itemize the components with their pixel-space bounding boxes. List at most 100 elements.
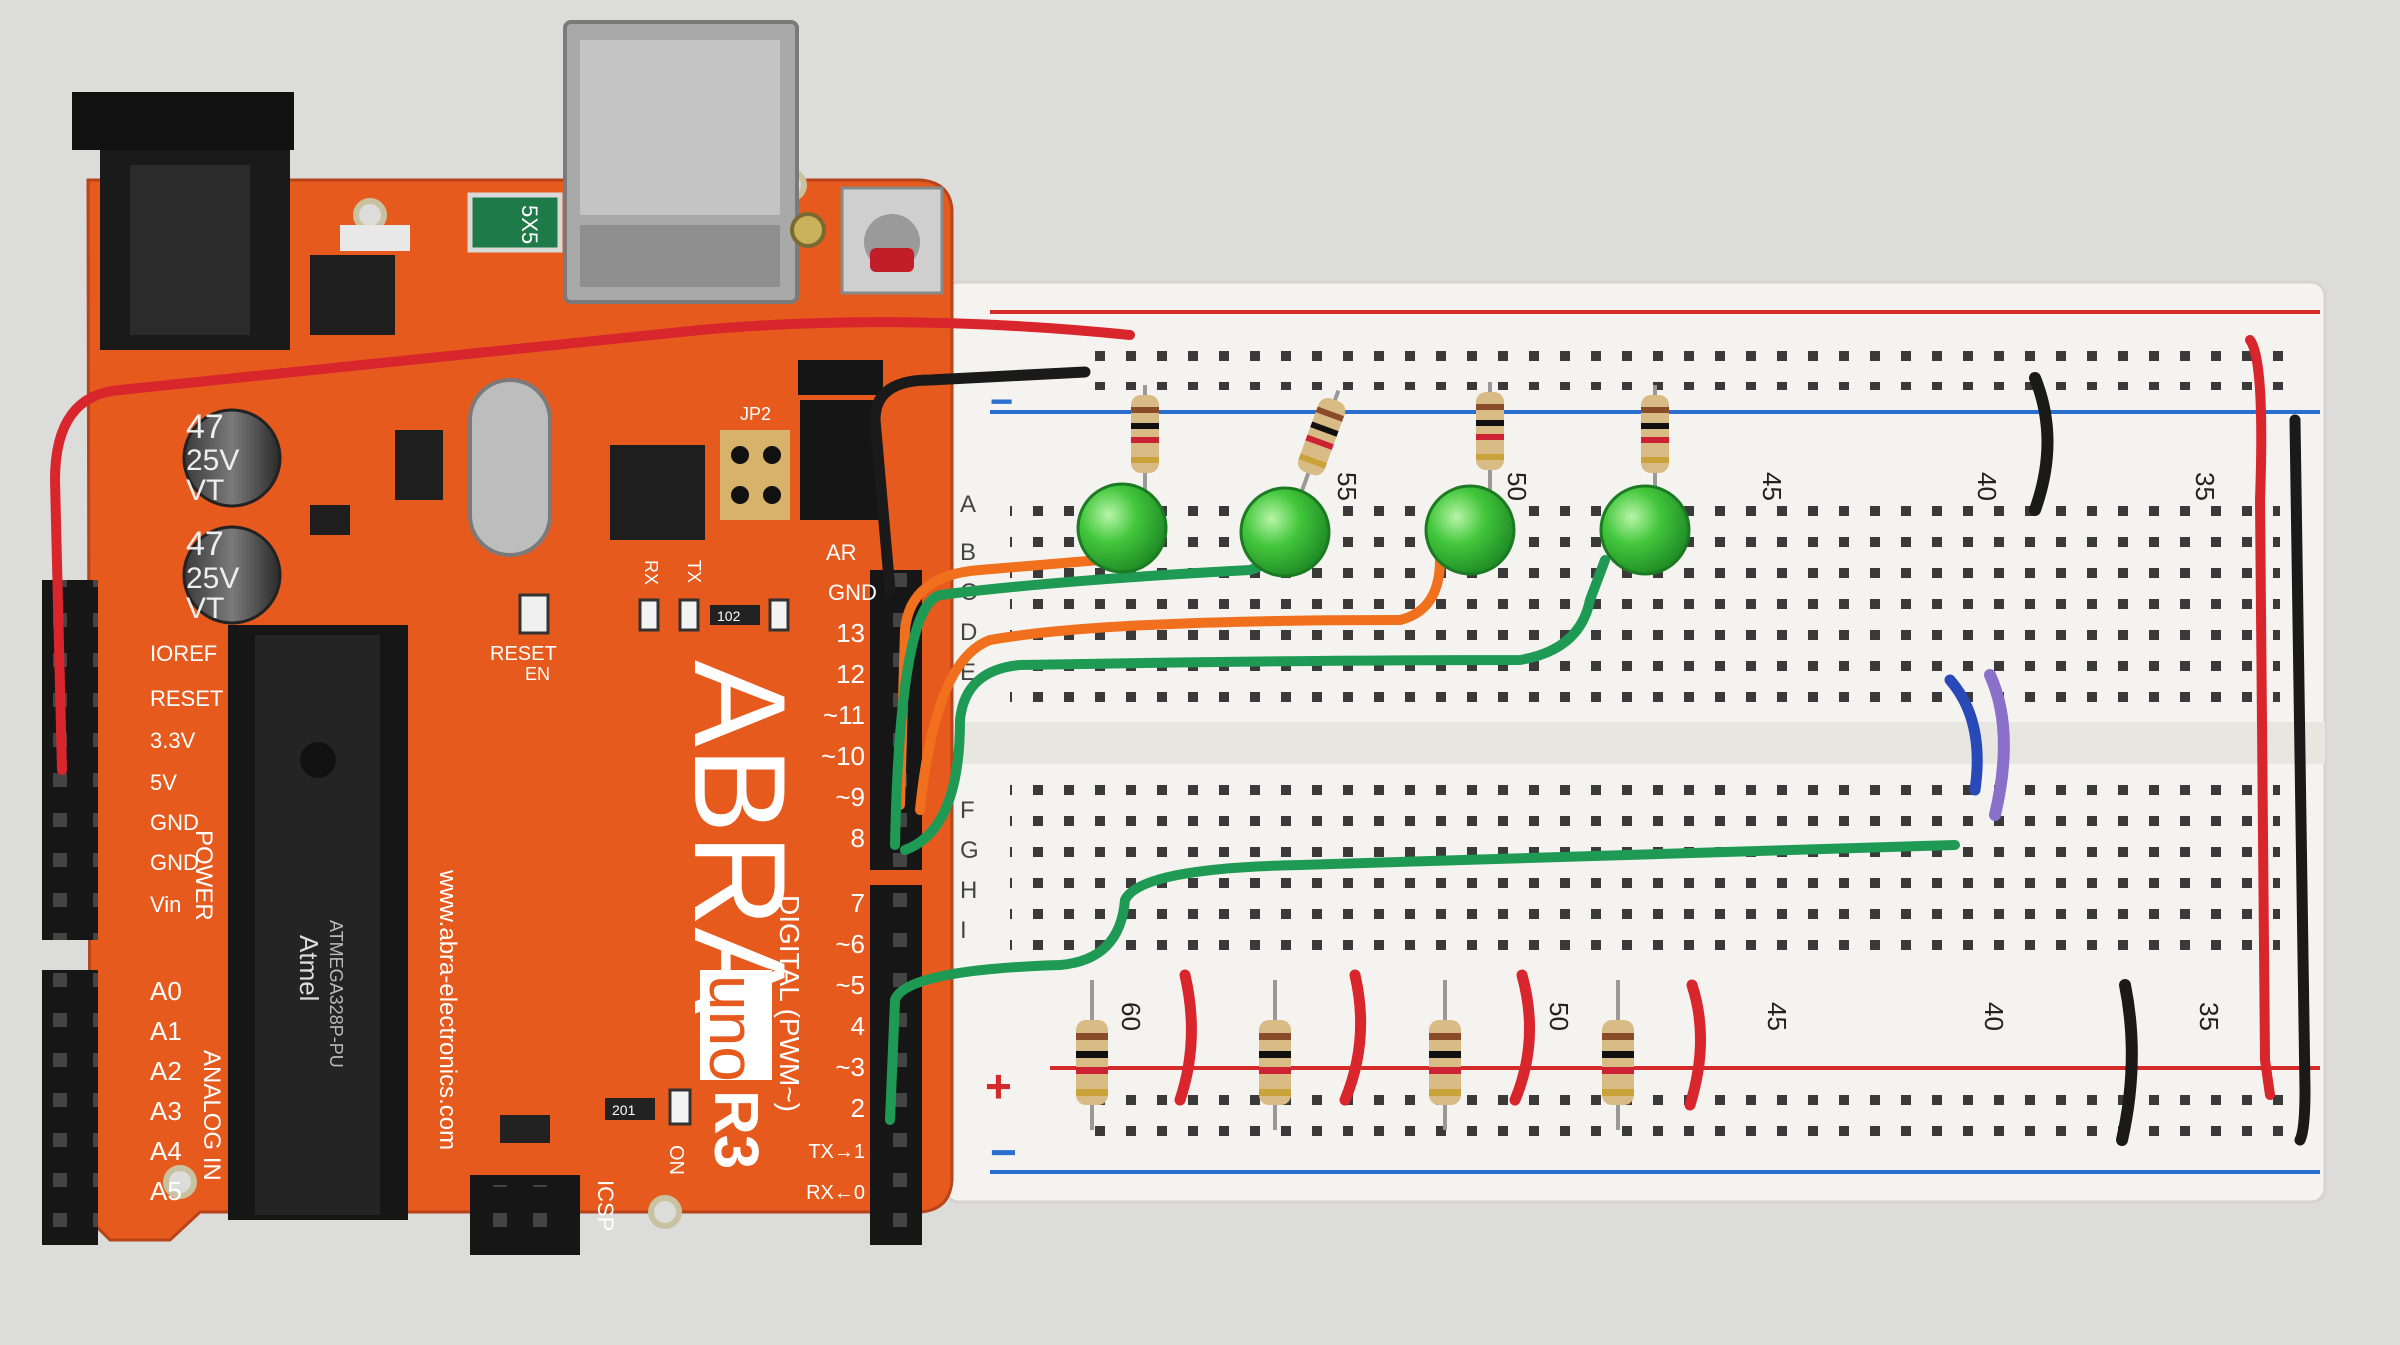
column-number: 35 <box>2194 1002 2224 1031</box>
digital-pin-labels-bottom: 7 ~6 ~5 4 ~3 2 TX→1 RX←0 <box>806 888 865 1204</box>
resistor <box>1076 980 1108 1130</box>
capacitor-label: 47 <box>186 525 224 563</box>
black-rail-jumper-bottom <box>2116 979 2138 1146</box>
digital-pin-label: TX→1 <box>808 1141 865 1163</box>
black-side-wire <box>2289 414 2311 1146</box>
resistors-bottom <box>1076 980 1634 1130</box>
power-pin-label: Vin <box>150 892 181 917</box>
smd-chip <box>310 505 350 535</box>
red-rail-jumper <box>1509 969 1536 1106</box>
green-led <box>1599 484 1691 576</box>
capacitor-1: 47 25V VT <box>182 408 282 508</box>
digital-pin-label: ~5 <box>835 970 865 1000</box>
digital-header <box>870 570 922 1245</box>
column-number: 50 <box>1502 472 1532 501</box>
wires <box>49 317 2311 1146</box>
black-rail-jumper-top <box>2029 372 2054 516</box>
chip-201-label: 201 <box>612 1102 636 1118</box>
16mhz-crystal <box>468 378 552 557</box>
chip-201 <box>605 1098 655 1120</box>
smd-chip <box>395 430 443 500</box>
green-led <box>1424 484 1516 576</box>
voltage-regulator <box>310 225 410 335</box>
mounting-hole <box>648 1195 682 1229</box>
mounting-hole <box>163 1165 197 1199</box>
capacitor-label: VT <box>186 474 224 507</box>
tx-label: TX <box>684 560 704 583</box>
orange-wire-2 <box>915 555 1445 815</box>
fuse: 5X5 <box>467 192 563 253</box>
digital-pin-label: ~3 <box>835 1052 865 1082</box>
capacitor-label: 25V <box>186 444 239 477</box>
digital-pin-label: 7 <box>851 888 865 918</box>
top-minus-sign: − <box>990 380 1013 424</box>
reset-en-label: RESET <box>490 643 557 665</box>
resistor <box>1295 389 1346 505</box>
column-number: 35 <box>2190 472 2220 501</box>
chip-text: ATMEGA328P-PU <box>326 920 346 1068</box>
row-label: B <box>960 539 976 566</box>
purple-jumper <box>1984 669 2010 821</box>
column-numbers-top: 55 50 45 40 35 <box>1332 472 2220 501</box>
power-section-label: POWER <box>190 830 217 921</box>
green-led <box>1076 482 1168 574</box>
bottom-plus-sign: + <box>985 1060 1012 1112</box>
column-number: 60 <box>1116 1002 1146 1031</box>
green-wire-2 <box>900 555 1610 855</box>
en-label: EN <box>525 664 550 684</box>
column-number: 50 <box>1544 1002 1574 1031</box>
red-rail-jumper <box>1339 969 1367 1106</box>
resistor <box>1259 980 1291 1130</box>
board-branding: ABRA uno R3 www.abra-electronics.com <box>434 660 813 1169</box>
blue-jumper <box>1944 674 1983 796</box>
dc-power-jack <box>72 92 294 350</box>
column-number: 45 <box>1762 1002 1792 1031</box>
resistor <box>1131 385 1159 505</box>
capacitor-label: 25V <box>186 562 239 595</box>
power-pin-label: 5V <box>150 770 177 795</box>
analog-pin-label: A0 <box>150 976 182 1006</box>
column-numbers-bottom: 60 50 45 40 35 <box>1116 1002 2224 1031</box>
digital-pin-label: 12 <box>836 659 865 689</box>
brand-logo: ABRA <box>667 660 813 1014</box>
leds <box>1076 482 1691 578</box>
resistor <box>1429 980 1461 1130</box>
usb-b-port <box>563 20 799 304</box>
green-wire-3 <box>885 840 1960 1125</box>
red-rail-jumper <box>1174 969 1197 1106</box>
chip-logo: Atmel <box>294 935 324 1001</box>
power-pin-label: GND <box>150 850 199 875</box>
breadboard: + − − A B C D E F G H I 55 50 45 40 35 6… <box>943 280 2327 1204</box>
jp2-label: JP2 <box>740 404 771 424</box>
center-channel <box>945 722 2325 764</box>
arduino-board: 5X5 47 25V VT 47 25V VT <box>42 20 954 1255</box>
small-header <box>798 360 883 395</box>
model-label: uno <box>696 975 768 1082</box>
fuse-label: 5X5 <box>517 205 542 244</box>
row-label: D <box>960 619 977 646</box>
capacitor-label: 47 <box>186 408 224 446</box>
green-led <box>1239 486 1331 578</box>
analog-pin-label: A1 <box>150 1016 182 1046</box>
digital-pin-label: 8 <box>851 823 865 853</box>
analog-pin-label: A4 <box>150 1136 182 1166</box>
tx-led <box>678 598 700 632</box>
mounting-hole <box>353 198 387 232</box>
column-number: 40 <box>1972 472 2002 501</box>
analog-pin-label: A5 <box>150 1176 182 1206</box>
l-led <box>768 598 790 632</box>
reset-button[interactable] <box>840 186 944 295</box>
digital-pin-label: 2 <box>851 1093 865 1123</box>
digital-pin-label: ~6 <box>835 929 865 959</box>
column-number: 55 <box>1332 472 1362 501</box>
row-label: G <box>960 837 979 864</box>
power-header <box>42 580 98 1245</box>
reset-en-pad <box>518 593 550 635</box>
on-led <box>668 1088 692 1126</box>
black-ground-wire <box>869 366 1091 596</box>
capacitor-label: VT <box>186 592 224 625</box>
analog-section-label: ANALOG IN <box>198 1050 225 1181</box>
icsp-label: ICSP <box>593 1180 618 1231</box>
aref-label: AR <box>826 540 857 565</box>
